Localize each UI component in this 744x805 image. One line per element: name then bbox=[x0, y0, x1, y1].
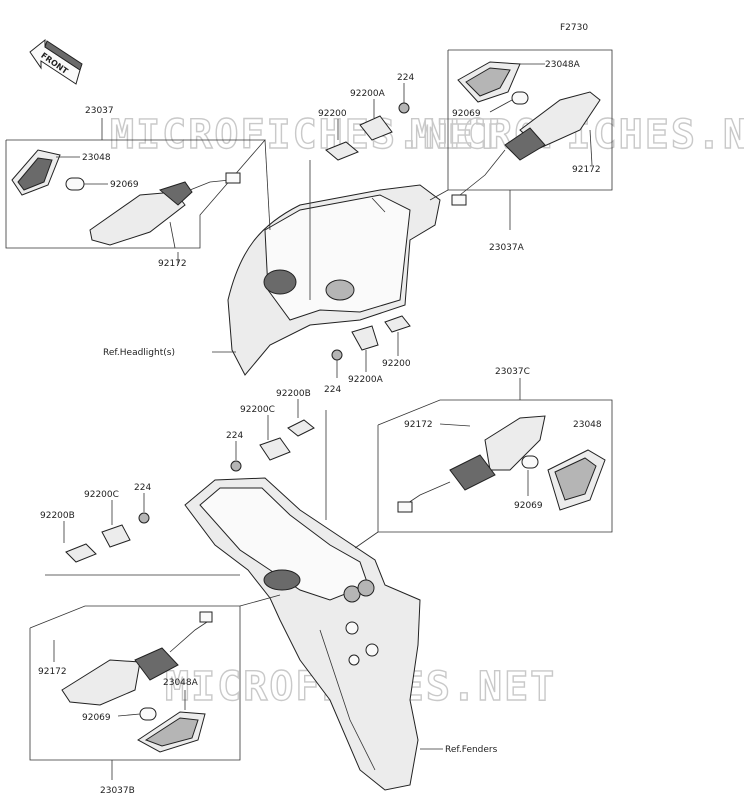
headlight-cowl-icon bbox=[227, 184, 441, 376]
label-92200a-a: 92200A bbox=[350, 89, 386, 99]
gasket-92200b-b-icon bbox=[65, 543, 97, 563]
lens-23048-b-icon bbox=[547, 449, 606, 511]
label-92200-b: 92200 bbox=[382, 359, 411, 369]
label-224-d: 224 bbox=[134, 483, 151, 493]
lens-23048a-icon bbox=[457, 61, 521, 103]
bulb-92069-icon bbox=[65, 177, 85, 191]
front-arrow-icon: FRONT bbox=[29, 38, 83, 85]
signal-housing-icon bbox=[89, 172, 241, 246]
assembly-23037c: 23037C 92172 23048 92069 bbox=[377, 367, 613, 533]
label-23037a: 23037A bbox=[489, 243, 525, 253]
label-23048-b: 23048 bbox=[573, 420, 602, 430]
lens-23048a-b-icon bbox=[137, 711, 206, 753]
label-224-c: 224 bbox=[226, 431, 243, 441]
label-23037: 23037 bbox=[85, 106, 114, 116]
label-92069-c: 92069 bbox=[514, 501, 543, 511]
label-23037b: 23037B bbox=[100, 786, 135, 796]
label-92172-b: 92172 bbox=[572, 165, 601, 175]
bracket-92200c-b-icon bbox=[101, 524, 131, 548]
assembly-23037b: 23037B 92172 23048A 92069 bbox=[29, 605, 241, 796]
label-92200b-b: 92200B bbox=[40, 511, 75, 521]
screw-224-a-icon bbox=[398, 102, 410, 114]
label-92069-d: 92069 bbox=[82, 713, 111, 723]
gasket-92200-icon bbox=[325, 141, 359, 161]
signal-housing-c-icon bbox=[397, 415, 546, 513]
bulb-92069-c-icon bbox=[521, 455, 539, 469]
bracket-92200c-a-icon bbox=[259, 437, 291, 461]
label-ref-fenders: Ref.Fenders bbox=[445, 745, 498, 755]
label-92200-a: 92200 bbox=[318, 109, 347, 119]
label-224-a: 224 bbox=[397, 73, 414, 83]
label-92200c-a: 92200C bbox=[240, 405, 275, 415]
screw-224-c-icon bbox=[230, 460, 242, 472]
assembly-23037a: 23037A 23048A 92069 92172 bbox=[447, 49, 613, 253]
label-ref-headlight: Ref.Headlight(s) bbox=[103, 348, 175, 358]
rear-fender-icon bbox=[184, 477, 421, 791]
bracket-92200a-icon bbox=[359, 115, 393, 141]
gasket-92200b-a-icon bbox=[287, 419, 315, 437]
bulb-92069-b-icon bbox=[511, 91, 529, 105]
figure-code: F2730 bbox=[560, 23, 588, 33]
bracket-92200-b-icon bbox=[384, 315, 411, 333]
label-92200c-b: 92200C bbox=[84, 490, 119, 500]
label-92069-a: 92069 bbox=[110, 180, 139, 190]
signal-housing-b-icon bbox=[61, 611, 213, 706]
signal-housing-a-icon bbox=[451, 91, 601, 206]
assembly-23037: 23037 23048 92069 92172 bbox=[5, 106, 266, 269]
label-224-b: 224 bbox=[324, 385, 341, 395]
bracket-92200a-b-icon bbox=[351, 325, 379, 351]
label-23048a-a: 23048A bbox=[545, 60, 581, 70]
label-23037c: 23037C bbox=[495, 367, 530, 377]
label-23048a-b: 23048A bbox=[163, 678, 199, 688]
bulb-92069-d-icon bbox=[139, 707, 157, 721]
label-92172-c: 92172 bbox=[404, 420, 433, 430]
watermark-top: MICROFICHES.NET bbox=[110, 112, 501, 158]
label-92172-d: 92172 bbox=[38, 667, 67, 677]
label-92200b-a: 92200B bbox=[276, 389, 311, 399]
label-92200a-b: 92200A bbox=[348, 375, 384, 385]
screw-224-d-icon bbox=[138, 512, 150, 524]
label-23048-a: 23048 bbox=[82, 153, 111, 163]
label-92069-b: 92069 bbox=[452, 109, 481, 119]
label-92172-a: 92172 bbox=[158, 259, 187, 269]
screw-224-b-icon bbox=[331, 349, 343, 361]
lens-23048-icon bbox=[11, 149, 61, 196]
